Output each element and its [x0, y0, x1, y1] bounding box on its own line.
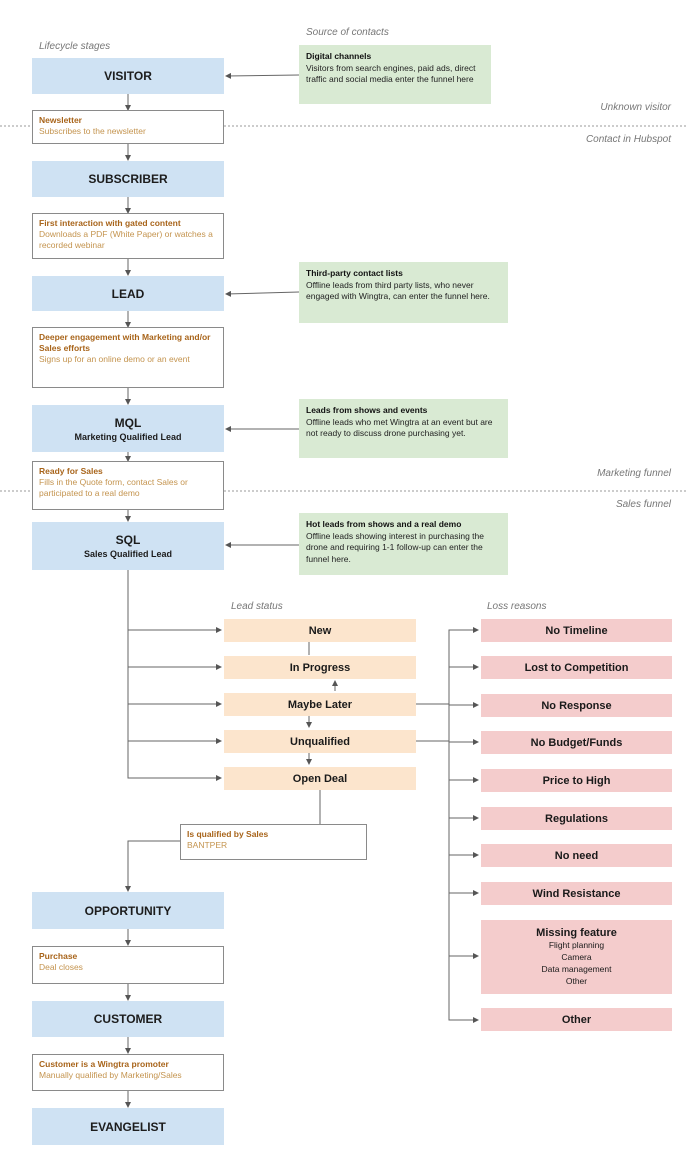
stage-title: CUSTOMER	[93, 1012, 163, 1026]
loss-missing-feature: Missing feature Flight planning Camera D…	[481, 920, 672, 994]
loss-wind-resistance: Wind Resistance	[481, 882, 672, 905]
source-hot-leads: Hot leads from shows and a real demo Off…	[299, 513, 508, 575]
transition-title: Deeper engagement with Marketing and/or …	[39, 332, 211, 353]
source-title: Leads from shows and events	[306, 405, 428, 415]
stage-title: OPPORTUNITY	[84, 903, 172, 918]
loss-price: Price to High	[481, 769, 672, 792]
lead-status-header: Lead status	[231, 601, 283, 612]
stage-mql: MQL Marketing Qualified Lead	[32, 405, 224, 452]
transition-newsletter: Newsletter Subscribes to the newsletter	[32, 110, 224, 144]
source-third-party-lists: Third-party contact lists Offline leads …	[299, 262, 508, 323]
stage-customer: CUSTOMER	[32, 1001, 224, 1037]
stage-subtitle: Marketing Qualified Lead	[74, 431, 182, 442]
transition-desc: Manually qualified by Marketing/Sales	[39, 1070, 182, 1080]
stage-lead: LEAD	[32, 276, 224, 311]
stage-title: EVANGELIST	[90, 1119, 166, 1134]
transition-title: Purchase	[39, 951, 78, 961]
transition-ready-for-sales: Ready for Sales Fills in the Quote form,…	[32, 461, 224, 510]
stage-opportunity: OPPORTUNITY	[32, 892, 224, 929]
source-title: Third-party contact lists	[306, 268, 403, 278]
loss-competition: Lost to Competition	[481, 656, 672, 679]
stage-visitor: VISITOR	[32, 58, 224, 94]
loss-no-budget: No Budget/Funds	[481, 731, 672, 754]
status-open-deal: Open Deal	[224, 767, 416, 790]
transition-desc: Subscribes to the newsletter	[39, 126, 146, 136]
lifecycle-stages-header: Lifecycle stages	[39, 41, 111, 52]
zone-label-marketing: Marketing funnel	[597, 468, 671, 479]
source-desc: Offline leads from third party lists, wh…	[306, 279, 490, 302]
status-maybe-later: Maybe Later	[224, 693, 416, 716]
zone-label-unknown: Unknown visitor	[600, 102, 671, 113]
loss-item: Other	[565, 976, 588, 986]
stage-subscriber: SUBSCRIBER	[32, 161, 224, 197]
zone-label-sales: Sales funnel	[615, 499, 671, 510]
loss-no-need: No need	[481, 844, 672, 867]
loss-reasons-header: Loss reasons	[487, 601, 547, 612]
status-in-progress: In Progress	[224, 656, 416, 679]
stage-title: SQL	[115, 533, 141, 547]
loss-item: Flight planning	[548, 940, 605, 950]
transition-gated-content: First interaction with gated content Dow…	[32, 213, 224, 259]
loss-no-response: No Response	[481, 694, 672, 717]
source-shows-events: Leads from shows and events Offline lead…	[299, 399, 508, 458]
stage-title: VISITOR	[104, 69, 152, 83]
transition-title: Is qualified by Sales	[187, 829, 269, 839]
loss-item: Data management	[541, 964, 612, 974]
source-desc: Offline leads showing interest in purcha…	[306, 530, 484, 564]
loss-no-timeline: No Timeline	[481, 619, 672, 642]
status-unqualified: Unqualified	[224, 730, 416, 753]
loss-item: Camera	[561, 952, 592, 962]
transition-desc: BANTPER	[187, 840, 228, 850]
loss-other: Other	[481, 1008, 672, 1031]
transition-purchase: Purchase Deal closes	[32, 946, 224, 984]
loss-title: Missing feature	[536, 927, 617, 939]
stage-title: SUBSCRIBER	[88, 172, 168, 186]
loss-regulations: Regulations	[481, 807, 672, 830]
transition-desc: Signs up for an online demo or an event	[39, 354, 190, 364]
stage-evangelist: EVANGELIST	[32, 1108, 224, 1145]
transition-wingtra-promoter: Customer is a Wingtra promoter Manually …	[32, 1054, 224, 1091]
source-desc: Visitors from search engines, paid ads, …	[306, 62, 476, 85]
stage-title: LEAD	[111, 286, 145, 301]
transition-title: Customer is a Wingtra promoter	[39, 1059, 169, 1069]
transition-desc: Downloads a PDF (White Paper) or watches…	[39, 229, 213, 250]
source-title: Digital channels	[306, 51, 372, 61]
transition-title: First interaction with gated content	[39, 218, 181, 228]
source-of-contacts-header: Source of contacts	[306, 27, 389, 38]
status-new: New	[224, 619, 416, 642]
source-desc: Offline leads who met Wingtra at an even…	[306, 416, 493, 439]
stage-sql: SQL Sales Qualified Lead	[32, 522, 224, 570]
source-title: Hot leads from shows and a real demo	[306, 519, 462, 529]
zone-label-hubspot: Contact in Hubspot	[585, 134, 671, 145]
source-digital-channels: Digital channels Visitors from search en…	[299, 45, 491, 104]
transition-title: Ready for Sales	[39, 466, 103, 476]
transition-deeper-engagement: Deeper engagement with Marketing and/or …	[32, 327, 224, 388]
stage-title: MQL	[114, 415, 142, 430]
transition-title: Newsletter	[39, 115, 82, 125]
transition-desc: Fills in the Quote form, contact Sales o…	[39, 477, 188, 498]
stage-subtitle: Sales Qualified Lead	[83, 549, 173, 559]
transition-qualified-by-sales: Is qualified by Sales BANTPER	[180, 824, 367, 860]
transition-desc: Deal closes	[39, 962, 83, 972]
